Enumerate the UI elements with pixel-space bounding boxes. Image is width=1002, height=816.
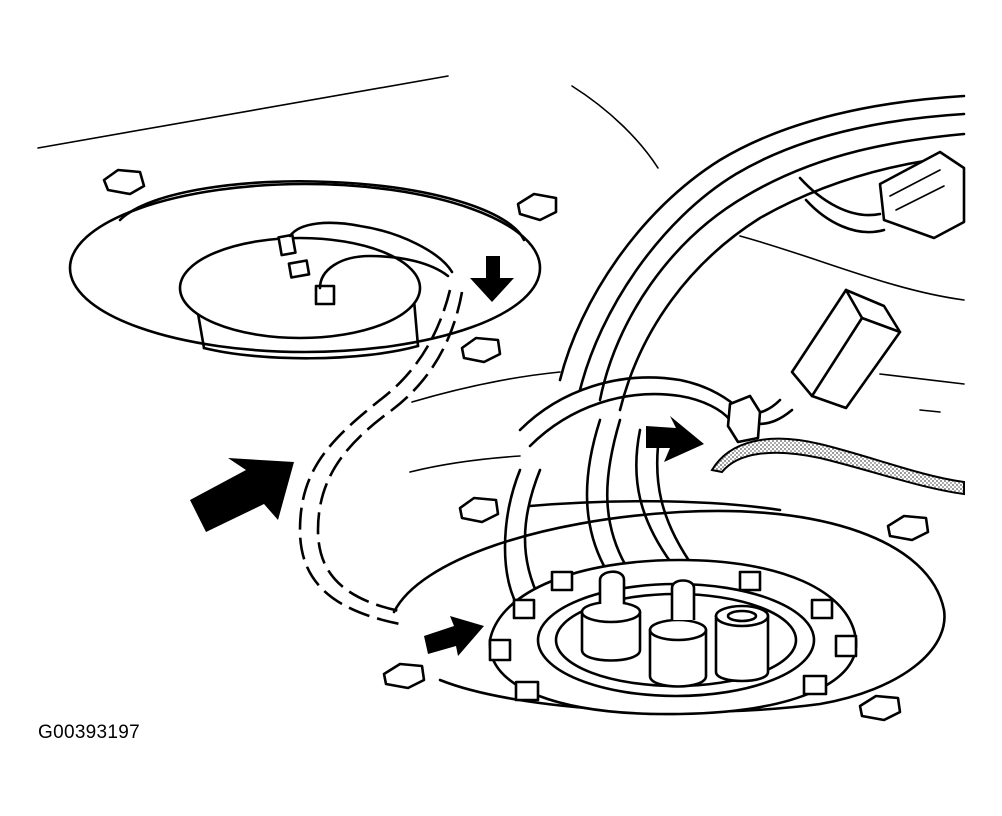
arrow-down-icon [470, 256, 514, 302]
fuel-pump-opening [392, 499, 946, 716]
arrow-pump-icon [424, 616, 484, 656]
arrow-right-small-icon [646, 416, 704, 462]
dashed-harness-route [298, 289, 464, 626]
wire-harness-bundle [503, 94, 966, 612]
arrow-right-icon [190, 458, 294, 532]
floor-panel-lines [37, 75, 965, 473]
hanging-connector [710, 288, 965, 496]
retaining-tabs [102, 168, 930, 722]
upper-access-opening [68, 179, 542, 360]
indicator-arrows [190, 256, 704, 656]
figure-id-label: G00393197 [38, 722, 141, 743]
pump-lock-ring-teeth [488, 570, 858, 702]
pump-fittings [580, 570, 770, 688]
